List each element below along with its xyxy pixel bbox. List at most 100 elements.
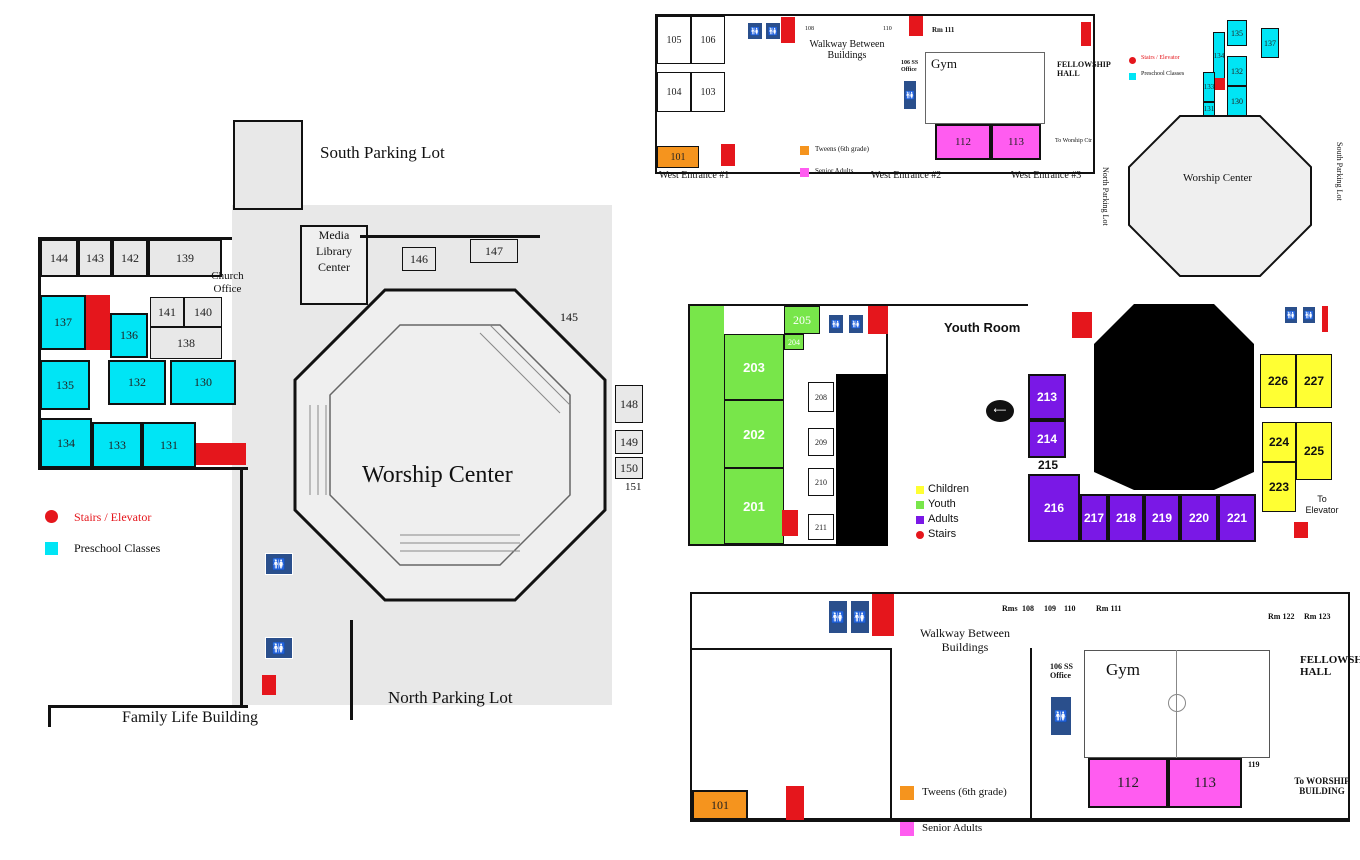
restroom-icon: 🚻 [765,22,781,40]
gym-area [925,52,1045,124]
exit-sign: ⟵ [986,400,1014,422]
room-119-label: 119 [1248,760,1260,769]
room-113: 113 [991,124,1041,160]
restroom-icon: 🚻 [1050,696,1072,736]
room-137: 137 [40,295,86,350]
room-110-label: 110 [1064,604,1076,613]
north-parking-label: North Parking Lot [388,688,513,707]
ss-office-label: 106 SS Office [901,60,919,73]
restroom-icon: 🚻 [747,22,763,40]
stairs-north [872,594,894,636]
room-109-label: 109 [1044,604,1056,613]
room-139: 139 [148,239,222,277]
stairs-north [86,295,110,350]
room-224: 224 [1262,422,1296,462]
restroom-icon: 🚻 [850,600,870,634]
legend-tweens-swatch [900,786,914,800]
stairs-youth-2 [868,306,888,334]
restroom-icon: 🚻 [1284,306,1298,324]
room-rms-label: Rms [1002,604,1018,613]
restroom-icon: 🚻 [828,314,844,334]
room-137-small: 137 [1261,28,1279,58]
legend-preschool-swatch [45,542,58,555]
room-108-label: 108 [805,26,814,32]
room-227: 227 [1296,354,1332,408]
west-entrance-3: West Entrance #3 [1011,170,1082,181]
room-133-small: 133 [1203,72,1215,102]
legend-tweens-text: Tweens (6th grade) [815,145,869,153]
room-110-label: 110 [883,26,892,32]
room-205: 205 [784,306,820,334]
stairs-south [196,443,246,465]
room-132-small: 132 [1227,56,1247,86]
room-123-label: Rm 123 [1304,612,1331,621]
legend-senior-text: Senior Adults [815,167,854,175]
legend-adults-swatch [916,516,924,524]
legend-stairs-text: Stairs / Elevator [74,510,152,524]
family-life-label: Family Life Building [122,709,258,726]
room-140: 140 [184,297,222,327]
legend-children-text: Children [928,483,969,495]
south-entry [233,120,303,210]
walkway-label: Walkway Between Buildings [920,626,1010,654]
to-elevator-label: To Elevator [1305,494,1339,515]
room-147: 147 [470,239,518,263]
legend-senior-text: Senior Adults [922,822,983,834]
to-worship-label: To Worship Ctr [1055,138,1092,144]
room-202: 202 [724,400,784,468]
south-parking-label: South Parking Lot [320,143,445,162]
room-219: 219 [1144,494,1180,542]
media-library-room [300,225,368,305]
room-132: 132 [108,360,166,405]
legend-children-swatch [916,486,924,494]
west-entrance-1: West Entrance #1 [659,170,730,181]
walkway-label: Walkway Between Buildings [809,39,885,61]
bottom-floor-plan: 🚻 🚻 Walkway Between Buildings Rms 108 10… [690,590,1360,850]
room-134: 134 [40,418,92,468]
legend-tweens-swatch [800,146,809,155]
second-floor-plan: 205 204 203 202 201 208 209 210 211 🚻 🚻 … [688,302,1348,550]
legend-stairs-small-text: Stairs / Elevator [1141,55,1180,61]
worship-center-small [1128,115,1312,277]
room-146: 146 [402,247,436,271]
worship-center-label: Worship Center [362,462,513,488]
room-150: 150 [615,457,643,479]
stairs-children [1294,522,1308,538]
room-220: 220 [1180,494,1218,542]
legend-stairs-mid-text: Stairs [928,528,957,540]
room-211: 211 [808,514,834,540]
room-215-label: 215 [1038,458,1059,472]
room-223: 223 [1262,462,1296,512]
room-104: 104 [657,72,691,112]
room-143: 143 [78,239,112,277]
restroom-icon: 🚻 [903,80,917,110]
north-parking-small: North Parking Lot [1101,167,1110,226]
room-204: 204 [784,334,804,350]
church-office-label: Church Office [211,270,244,295]
room-151-label: 151 [625,481,642,493]
youth-room-label: Youth Room [944,320,1021,335]
restroom-icon: 🚻 [265,637,293,659]
room-214: 214 [1028,420,1066,458]
room-101: 101 [692,790,748,820]
room-142: 142 [112,239,148,277]
room-122-label: Rm 122 [1268,612,1295,621]
fellowship-label: FELLOWSHIP HALL [1300,654,1360,678]
south-parking-small: South Parking Lot [1335,142,1344,201]
west-entrance-2: West Entrance #2 [871,170,942,181]
room-145-label: 145 [560,310,578,324]
legend-stairs-swatch [45,510,58,523]
legend-stairs-mid-swatch [916,531,924,539]
room-203: 203 [724,334,784,400]
to-worship-label: To WORSHIP BUILDING [1294,776,1350,796]
stairs-preschool-small [1215,78,1225,90]
restroom-icon: 🚻 [848,314,864,334]
stairs-youth-1 [782,510,798,536]
room-112: 112 [1088,758,1168,808]
room-135: 135 [40,360,90,410]
stairs-youth-3 [1072,312,1092,338]
room-135-small: 135 [1227,20,1247,46]
room-101: 101 [657,146,699,168]
stage-area [836,374,888,546]
room-131-small: 131 [1203,102,1215,116]
